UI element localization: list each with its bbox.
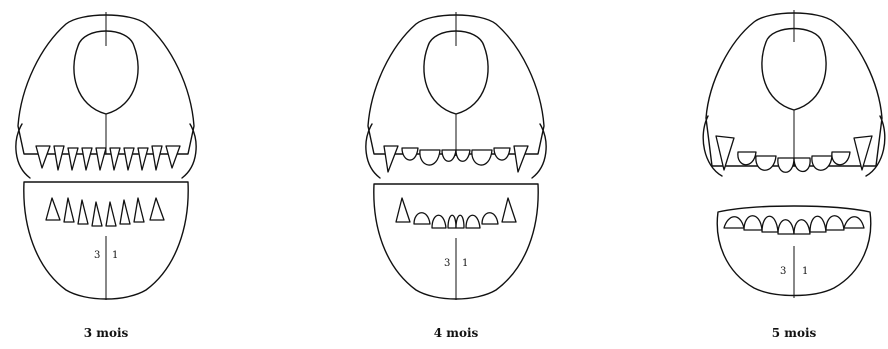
jaw-drawing-4-months: 3 1 [356,6,556,306]
mark-left: 3 [94,250,100,261]
jaw-5-months-svg: 3 1 [694,6,888,306]
mark-left: 3 [780,266,786,277]
lower-teeth-5-months [724,216,864,234]
mark-left: 3 [444,258,450,269]
upper-teeth-3-months [36,146,180,170]
caption-5-months: 5 mois [734,326,854,340]
mark-right: 1 [802,266,808,277]
caption-3-months: 3 mois [46,326,166,340]
jaw-4-months-svg: 3 1 [356,6,556,306]
jaw-drawing-5-months: 3 1 [694,6,888,306]
lower-teeth-3-months [46,198,164,226]
jaw-3-months-svg: 3 1 [6,6,206,306]
upper-teeth-4-months [384,146,528,172]
mark-right: 1 [462,258,468,269]
jaw-drawing-3-months: 3 1 [6,6,206,306]
caption-4-months: 4 mois [396,326,516,340]
lower-teeth-4-months [396,198,516,228]
mark-right: 1 [112,250,118,261]
